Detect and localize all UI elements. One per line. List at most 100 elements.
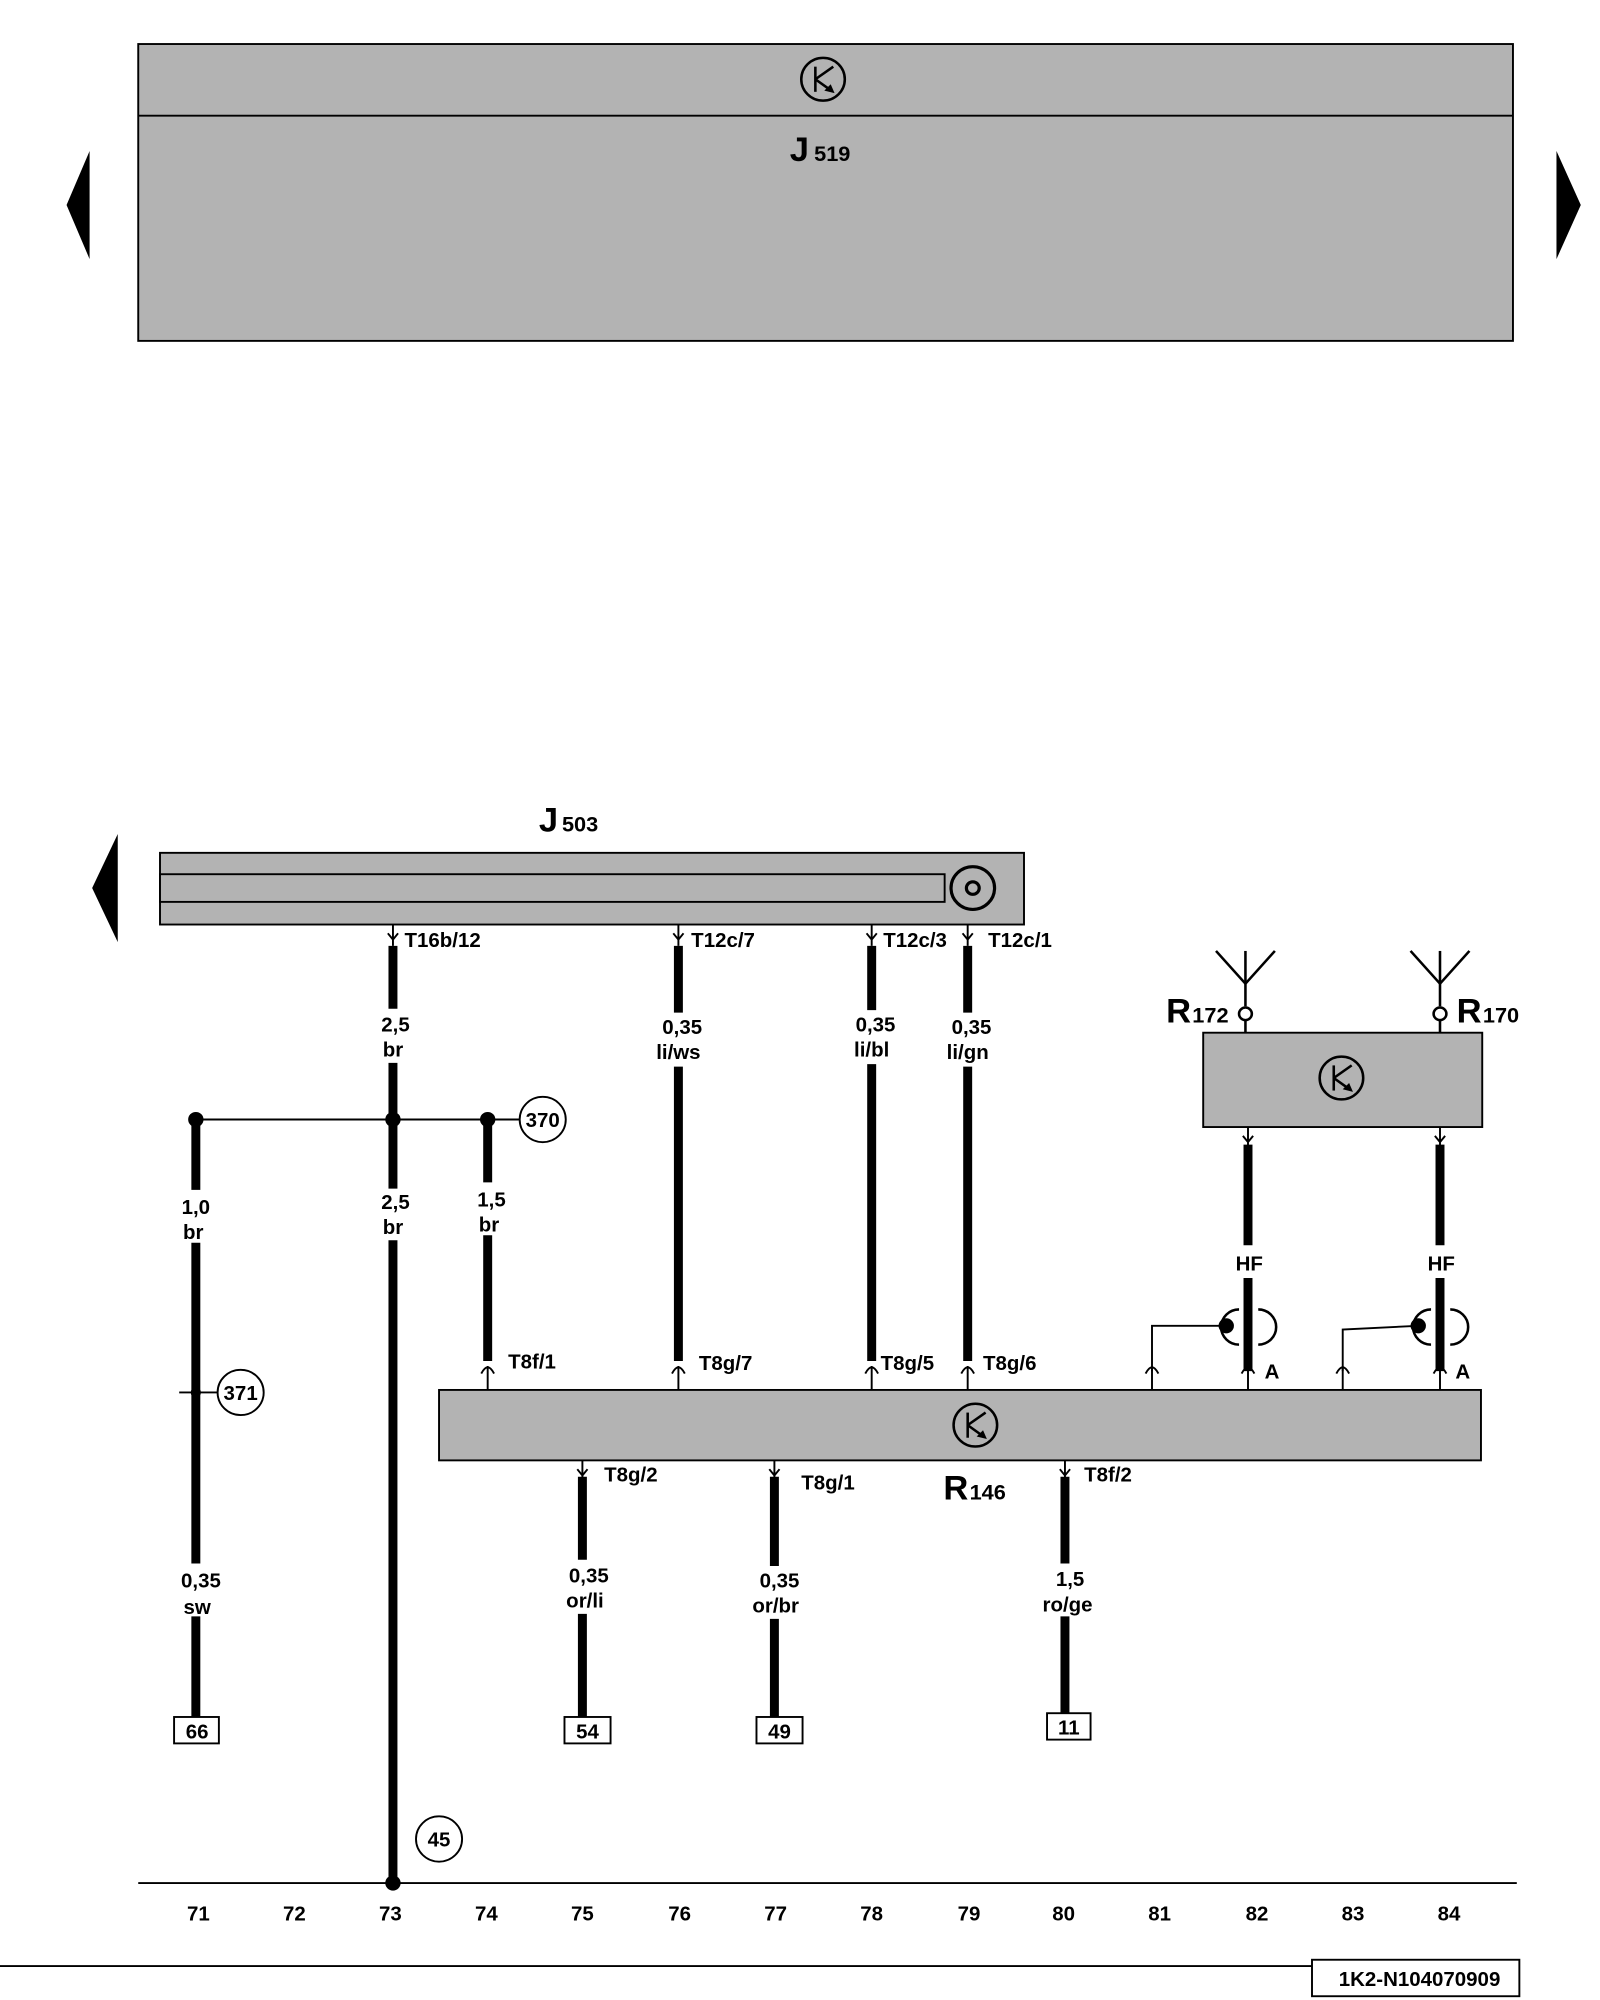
track-number: 80 bbox=[1052, 1904, 1075, 1926]
track-number: 74 bbox=[475, 1904, 498, 1926]
component-letter: R bbox=[1457, 993, 1482, 1031]
connector-pin-icon bbox=[1434, 1127, 1446, 1148]
connector-pin-icon bbox=[1432, 1366, 1448, 1390]
connector-pin-icon bbox=[960, 1366, 975, 1390]
wire-color: br bbox=[183, 1222, 204, 1244]
module-j519-body bbox=[137, 43, 1514, 342]
terminal-number: 66 bbox=[186, 1722, 209, 1744]
reference-number: 45 bbox=[428, 1830, 451, 1852]
connector-pin-icon bbox=[1240, 1366, 1256, 1390]
connector-pin-icon bbox=[1059, 1460, 1071, 1480]
wire-track-75: 0,35 or/li bbox=[566, 1476, 609, 1717]
component-number: 170 bbox=[1483, 1003, 1519, 1028]
page-prev-arrow-icon[interactable] bbox=[92, 833, 118, 943]
junction-dot bbox=[385, 1875, 401, 1891]
connector-pin-icon bbox=[671, 1366, 686, 1390]
module-j503-inner-bar bbox=[159, 873, 946, 903]
connector-label: T8f/1 bbox=[508, 1352, 556, 1374]
terminal-number: 49 bbox=[768, 1722, 791, 1744]
module-letter: R bbox=[943, 1470, 968, 1508]
connector-pin-icon bbox=[961, 924, 974, 946]
wire-size: 1,5 bbox=[477, 1189, 505, 1211]
module-r146: R146 bbox=[438, 1388, 1482, 1508]
track-number: 81 bbox=[1148, 1904, 1171, 1926]
wire-track-76: 0,35 li/ws bbox=[656, 945, 702, 1362]
terminal-box bbox=[563, 1716, 612, 1745]
connector-pin-icon bbox=[768, 1460, 781, 1480]
terminal-49: 49 bbox=[755, 1716, 804, 1745]
shield-ground-line bbox=[1341, 1324, 1419, 1372]
connector-label: T12c/1 bbox=[988, 930, 1052, 952]
hf-label: HF bbox=[1428, 1254, 1455, 1276]
terminal-box bbox=[173, 1716, 220, 1745]
connector-pin-icon bbox=[672, 924, 685, 946]
connector-pin-icon bbox=[864, 1366, 879, 1390]
connector-pin-icon bbox=[1242, 1127, 1254, 1148]
doc-id-box bbox=[1311, 1958, 1521, 1998]
wire-color: or/br bbox=[752, 1596, 799, 1618]
track-number: 71 bbox=[187, 1904, 210, 1926]
terminal-66: 66 bbox=[173, 1716, 220, 1745]
wire-track-79: 0,35 li/gn bbox=[947, 945, 992, 1362]
connector-pin-icon bbox=[1144, 1366, 1160, 1390]
module-r146-body bbox=[438, 1388, 1482, 1462]
wire-color: br bbox=[479, 1215, 500, 1237]
wire-color: sw bbox=[183, 1597, 211, 1619]
junction-dot bbox=[190, 1387, 201, 1398]
track-number: 77 bbox=[764, 1904, 787, 1926]
wire-color: or/li bbox=[566, 1591, 604, 1613]
component-letter: R bbox=[1166, 993, 1191, 1031]
page-prev-arrow-icon[interactable] bbox=[66, 150, 90, 260]
connector-label: T12c/3 bbox=[883, 930, 947, 952]
page-next-arrow-icon[interactable] bbox=[1556, 150, 1581, 260]
connector-label: T8g/6 bbox=[983, 1353, 1036, 1375]
antenna-module: R172 R170 bbox=[1166, 949, 1519, 1128]
wire-size: 2,5 bbox=[381, 1192, 409, 1214]
reference-371: 371 bbox=[216, 1368, 265, 1417]
wire-size: 0,35 bbox=[181, 1571, 221, 1593]
terminal-54: 54 bbox=[563, 1716, 612, 1745]
wire-color: li/gn bbox=[947, 1042, 989, 1064]
wire-size: 0,35 bbox=[856, 1015, 896, 1037]
connector-label: T8g/5 bbox=[881, 1353, 934, 1375]
wire-track-71: 1,0 br 0,35 sw bbox=[179, 1119, 221, 1717]
module-letter: J bbox=[790, 131, 809, 169]
pin-label: A bbox=[1265, 1362, 1280, 1384]
reference-370: 370 bbox=[518, 1095, 567, 1144]
connector-label: T8g/7 bbox=[699, 1353, 752, 1375]
wire-size: 1,0 bbox=[182, 1197, 210, 1219]
connector-label: T8f/2 bbox=[1084, 1465, 1132, 1487]
track-number: 79 bbox=[958, 1904, 981, 1926]
connector-pin-icon bbox=[576, 1460, 589, 1480]
wire-track-80: 1,5 ro/ge bbox=[1042, 1476, 1093, 1714]
connector-pin-icon bbox=[387, 924, 399, 946]
module-number: 146 bbox=[970, 1480, 1006, 1505]
wire-size: 0,35 bbox=[569, 1566, 609, 1588]
track-number: 84 bbox=[1438, 1904, 1461, 1926]
wire-size: 0,35 bbox=[952, 1017, 992, 1039]
reference-45: 45 bbox=[415, 1815, 464, 1863]
junction-dot bbox=[385, 1111, 401, 1128]
wire-color: li/bl bbox=[854, 1040, 889, 1062]
terminal-box bbox=[755, 1716, 804, 1745]
wire-size: 2,5 bbox=[381, 1015, 409, 1037]
connector-socket-icon bbox=[949, 865, 997, 912]
terminal-box bbox=[1046, 1712, 1092, 1741]
connector-label: T16b/12 bbox=[404, 930, 480, 952]
terminal-number: 11 bbox=[1058, 1718, 1080, 1740]
reference-number: 371 bbox=[224, 1383, 258, 1405]
reference-circle bbox=[518, 1095, 567, 1144]
connector-pin-icon bbox=[1335, 1366, 1350, 1390]
component-number: 172 bbox=[1192, 1003, 1228, 1028]
wire-size: 1,5 bbox=[1056, 1569, 1084, 1591]
connector-pin-icon bbox=[865, 924, 878, 946]
connector-label: T12c/7 bbox=[691, 930, 755, 952]
terminal-number: 54 bbox=[576, 1722, 599, 1744]
wire-size: 0,35 bbox=[760, 1571, 800, 1593]
wire-color: br bbox=[383, 1217, 404, 1239]
wire-track-77: 0,35 or/br bbox=[752, 1476, 800, 1717]
